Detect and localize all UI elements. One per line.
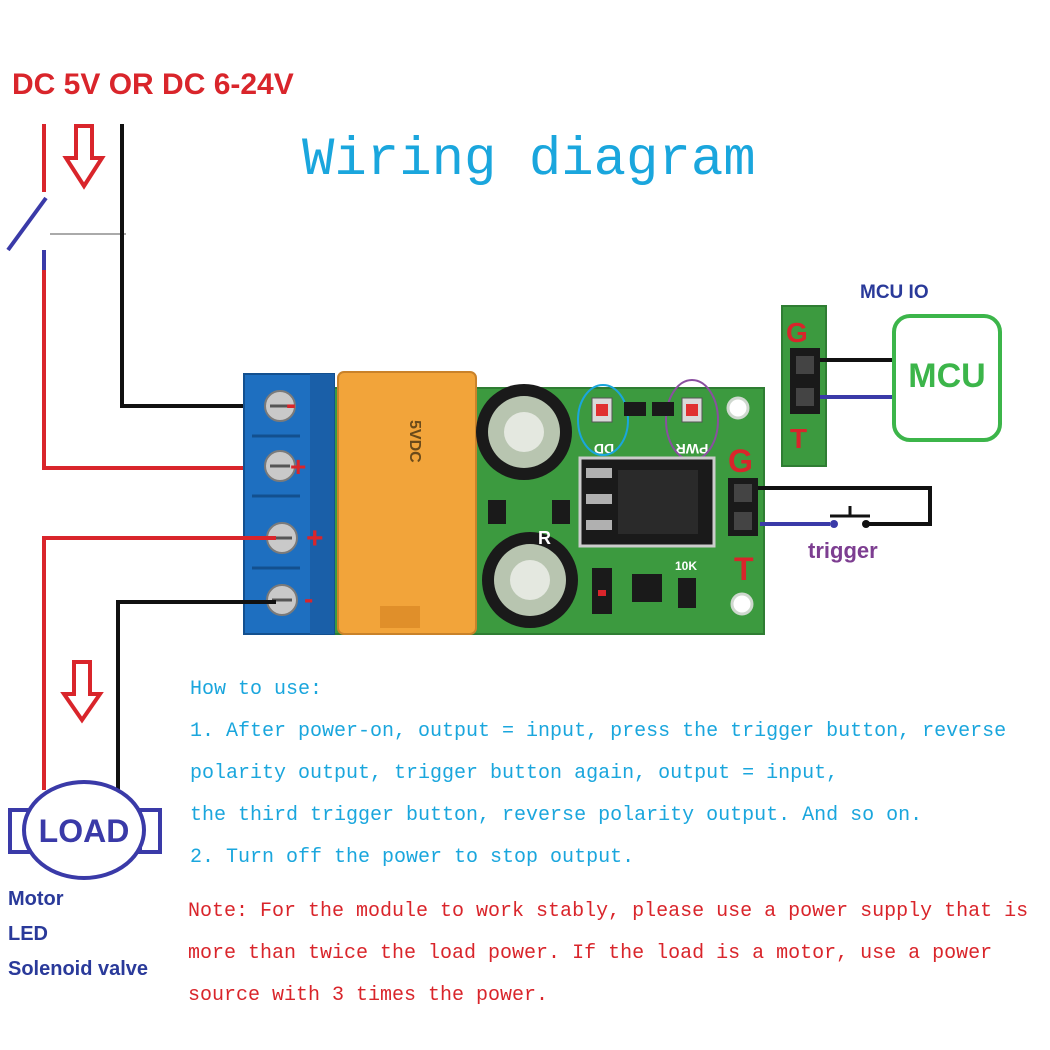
capacitor-bottom: R [482, 528, 578, 628]
input-plus-label: + [290, 451, 306, 482]
instruction-line: 1. After power-on, output = input, press… [190, 720, 1007, 743]
trigger-label: trigger [808, 538, 878, 563]
mcu-pin-t: T [790, 423, 807, 454]
input-minus-label: - [286, 388, 296, 421]
relay-marking: 5VDC [406, 420, 423, 463]
trigger-ground-wire [758, 486, 932, 526]
capacitor-top [476, 384, 572, 480]
resistor [678, 578, 696, 608]
board-pin-t: T [734, 551, 754, 587]
instruction-line: polarity output, trigger button again, o… [190, 762, 839, 785]
resistor-label: 10K [675, 559, 697, 573]
load-negative-wire [116, 600, 276, 790]
mcu-box [892, 314, 1002, 442]
switch-icon[interactable] [6, 196, 48, 252]
output-plus-label: + [306, 522, 324, 555]
led-pwr-label: PWR [676, 441, 709, 457]
mounting-hole [726, 396, 750, 420]
mcu-box-label: MCU [908, 357, 985, 395]
load-kind: Motor [8, 888, 64, 910]
down-arrow-icon [62, 124, 106, 190]
instructions-heading: How to use: [190, 678, 323, 701]
cap-marking: R [538, 528, 551, 548]
load-icon [8, 780, 162, 880]
down-arrow-icon [60, 660, 104, 724]
led-dd-highlight [577, 384, 629, 456]
board-pin-g: G [728, 443, 753, 479]
note-line: Note: For the module to work stably, ple… [188, 900, 1029, 923]
load-label: LOAD [39, 813, 130, 849]
relay-module-board: 5VDC R DD PWR [243, 371, 765, 635]
supply-positive-wire [42, 270, 276, 470]
instruction-line: 2. Turn off the power to stop output. [190, 846, 635, 869]
load-kind: LED [8, 923, 48, 945]
note-line: source with 3 times the power. [188, 984, 549, 1007]
output-minus-label: - [304, 583, 313, 614]
page-title: Wiring diagram [302, 130, 756, 191]
load-kind: Solenoid valve [8, 958, 149, 980]
power-supply-label: DC 5V OR DC 6-24V [12, 68, 294, 101]
supply-negative-wire [120, 124, 276, 408]
mcu-pin-g: G [786, 317, 808, 348]
instruction-line: the third trigger button, reverse polari… [190, 804, 923, 827]
push-button-icon[interactable] [830, 506, 870, 528]
transistor [632, 574, 662, 602]
mcu-io-label: MCU IO [860, 282, 929, 303]
mcu-header-board [781, 305, 827, 467]
relay [337, 371, 477, 635]
load-positive-wire [42, 536, 276, 790]
note-line: more than twice the load power. If the l… [188, 942, 993, 965]
mounting-hole [730, 592, 754, 616]
